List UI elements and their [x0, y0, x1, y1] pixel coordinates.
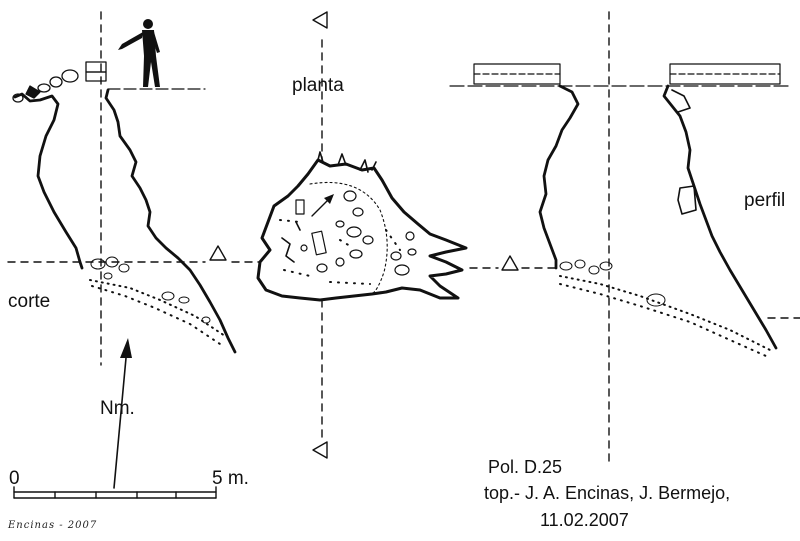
north-label: Nm. — [100, 398, 135, 419]
human-scale-figure — [118, 19, 160, 87]
scale-end-label: 5 m. — [212, 468, 249, 489]
plan-step-line — [281, 221, 301, 263]
scale-bar — [13, 486, 217, 499]
profile-debris — [559, 259, 771, 357]
profile-right-wall — [662, 84, 778, 350]
plan-north-triangle-top — [312, 11, 328, 29]
scale-start-label: 0 — [9, 468, 20, 489]
section-left-wall — [13, 92, 84, 270]
surface-rubble — [12, 61, 107, 103]
plan-inner-arc — [309, 181, 388, 295]
section-right-wall — [104, 88, 237, 354]
section-debris — [89, 256, 226, 345]
profile-station-triangle — [501, 255, 519, 271]
cave-id: Pol. D.25 — [488, 457, 563, 477]
profile-label: perfil — [744, 190, 786, 211]
plan-label: planta — [292, 75, 344, 96]
author-signature: Encinas - 2007 — [8, 520, 98, 531]
section-view — [7, 11, 261, 366]
survey-date: 11.02.2007 — [540, 510, 629, 530]
profile-surface-walls — [473, 63, 781, 85]
survey-authors: top.- J. A. Encinas, J. Bermejo, — [484, 483, 731, 503]
plan-view — [256, 11, 468, 459]
plan-blocks — [295, 190, 417, 276]
profile-ledges — [671, 89, 697, 215]
profile-view — [449, 11, 800, 466]
plan-top-speleothems — [317, 151, 377, 173]
profile-left-wall — [538, 84, 580, 270]
section-station-triangle — [209, 245, 227, 261]
section-label: corte — [8, 291, 51, 312]
plan-cave-outline — [256, 158, 468, 302]
north-arrow — [113, 338, 132, 489]
plan-arrow-head — [324, 194, 334, 204]
plan-north-triangle-bottom — [312, 441, 328, 459]
